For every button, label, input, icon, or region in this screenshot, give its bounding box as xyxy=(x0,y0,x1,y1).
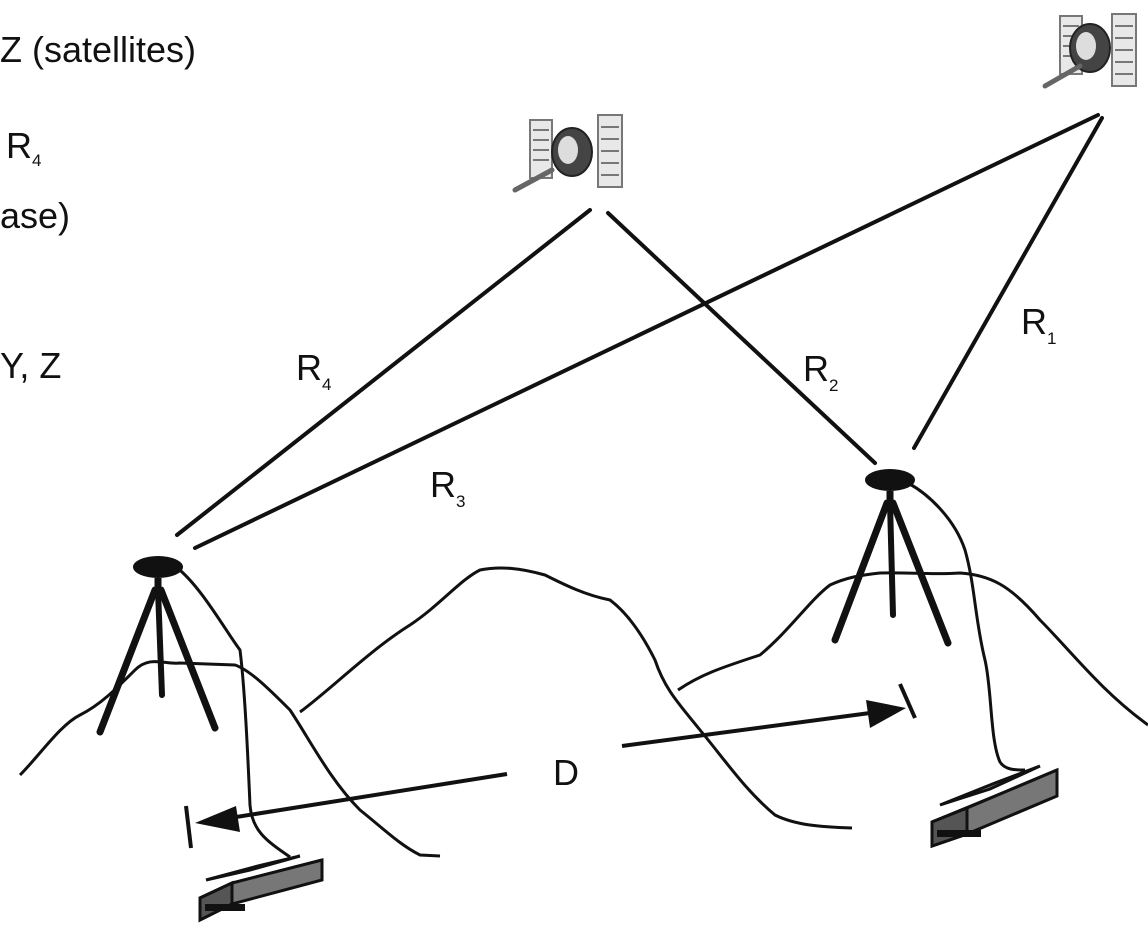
right-hill xyxy=(677,571,1148,727)
range-line-r3 xyxy=(193,113,1100,550)
tripod-antenna-icon xyxy=(96,556,291,859)
base-text: ase) xyxy=(0,195,70,236)
tripod-antenna-icon xyxy=(831,469,1026,772)
r4-text: R4 xyxy=(6,125,41,170)
satellites-text: Z (satellites) xyxy=(0,29,196,70)
label-r4: R4 xyxy=(296,347,331,394)
label-r3: R3 xyxy=(430,464,465,511)
satellite-icon xyxy=(1042,13,1137,89)
label-r2: R2 xyxy=(803,348,838,395)
xyz-text: Y, Z xyxy=(0,345,61,386)
satellite-icon xyxy=(512,114,623,193)
range-line-r2 xyxy=(606,211,877,465)
range-lines xyxy=(175,113,1104,550)
range-line-r1 xyxy=(912,116,1104,450)
range-line-r4 xyxy=(175,208,592,537)
label-r1: R1 xyxy=(1021,301,1056,348)
left-hill xyxy=(18,660,441,858)
gps-receiver-icon xyxy=(198,854,324,923)
terrain xyxy=(18,566,1148,858)
baseline-label-d: D xyxy=(553,752,579,793)
gps-receiver-icon xyxy=(930,764,1059,849)
baseline-arrow xyxy=(184,683,917,849)
middle-hill xyxy=(299,566,853,830)
